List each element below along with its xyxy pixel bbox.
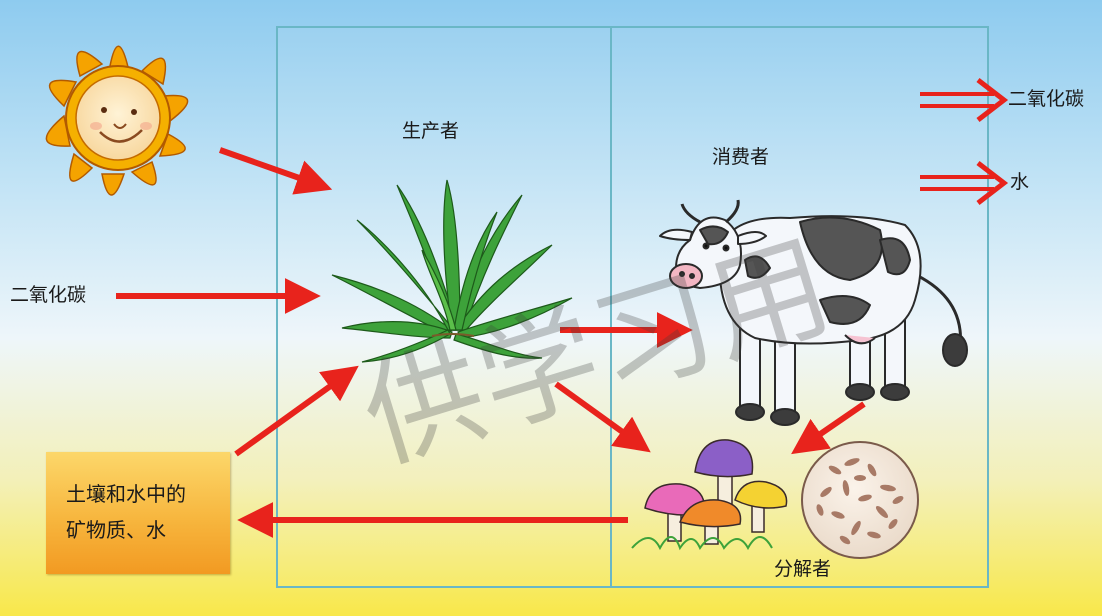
sun-icon <box>46 46 187 195</box>
producer-label: 生产者 <box>402 122 459 141</box>
decomposer-label: 分解者 <box>774 560 831 579</box>
consumer-label: 消费者 <box>712 148 769 167</box>
water-output-label: 水 <box>1010 173 1029 192</box>
soil-minerals-box: 土壤和水中的 矿物质、水 <box>46 452 230 574</box>
soil-label-line2: 矿物质、水 <box>66 520 166 540</box>
co2-input-label: 二氧化碳 <box>10 286 86 305</box>
bacteria-icon <box>802 442 918 558</box>
soil-label-line1: 土壤和水中的 <box>66 484 186 504</box>
co2-output-label: 二氧化碳 <box>1008 90 1084 109</box>
